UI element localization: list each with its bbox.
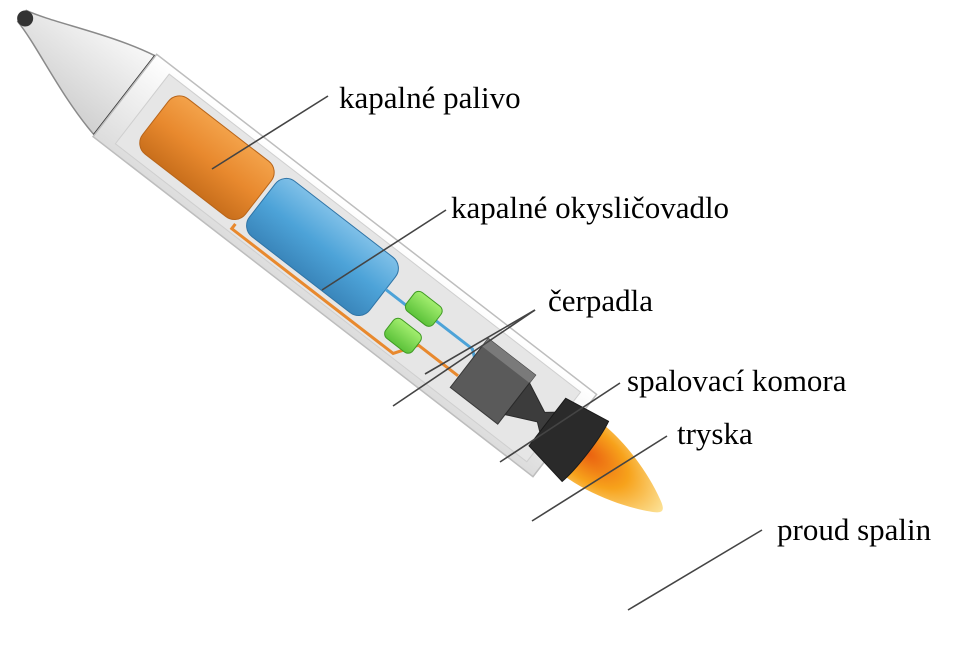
label-oxidizer: kapalné okysličovadlo [451,190,729,225]
label-fuel: kapalné palivo [339,80,521,115]
label-exhaust: proud spalin [777,512,932,547]
label-pumps: čerpadla [548,283,653,318]
leader-exhaust [628,530,762,610]
label-nozzle: tryska [677,416,753,451]
label-combustion-chamber: spalovací komora [627,363,847,398]
